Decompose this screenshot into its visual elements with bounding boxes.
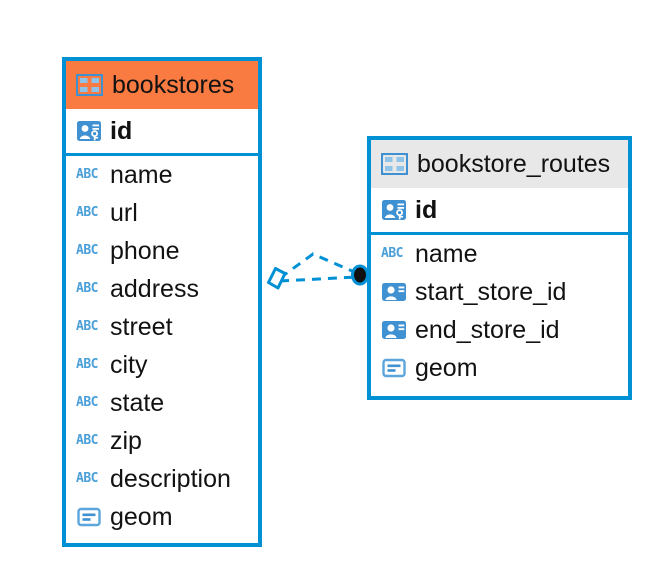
geometry-icon <box>77 507 101 527</box>
field-label: phone <box>110 236 180 265</box>
entity-bookstores[interactable]: bookstores id ABC name ABC url <box>62 57 262 547</box>
relationship-connector[interactable] <box>258 248 373 310</box>
foreign-key-icon <box>382 283 406 301</box>
abc-text-icon: ABC <box>76 281 98 296</box>
entity-title: bookstore_routes <box>417 149 611 178</box>
field-row-city[interactable]: ABC city <box>66 346 258 384</box>
entity-title: bookstores <box>112 70 235 99</box>
abc-text-icon: ABC <box>76 167 98 182</box>
field-row-description[interactable]: ABC description <box>66 460 258 498</box>
field-row-geom[interactable]: geom <box>66 498 258 536</box>
field-label: end_store_id <box>415 315 560 344</box>
field-row-end-store-id[interactable]: end_store_id <box>371 311 628 349</box>
field-row-address[interactable]: ABC address <box>66 270 258 308</box>
abc-text-icon: ABC <box>76 395 98 410</box>
field-label: state <box>110 388 165 417</box>
field-row-zip[interactable]: ABC zip <box>66 422 258 460</box>
relationship-circle-marker <box>351 264 369 286</box>
field-row-geom[interactable]: geom <box>371 349 628 387</box>
field-row-name[interactable]: ABC name <box>371 235 628 273</box>
field-label: id <box>415 195 438 224</box>
field-label: id <box>110 116 133 145</box>
table-icon <box>381 153 408 175</box>
abc-text-icon: ABC <box>381 246 403 261</box>
relationship-diamond-marker <box>267 267 287 290</box>
field-label: name <box>415 239 478 268</box>
field-row-id[interactable]: id <box>66 109 258 156</box>
field-row-state[interactable]: ABC state <box>66 384 258 422</box>
table-icon <box>76 74 103 96</box>
field-row-start-store-id[interactable]: start_store_id <box>371 273 628 311</box>
field-label: description <box>110 464 231 493</box>
field-row-id[interactable]: id <box>371 188 628 235</box>
entity-bookstore-routes[interactable]: bookstore_routes id ABC name <box>367 136 632 400</box>
abc-text-icon: ABC <box>76 471 98 486</box>
primary-key-icon <box>77 121 101 141</box>
primary-key-icon <box>382 200 406 220</box>
field-label: start_store_id <box>415 277 567 306</box>
entity-header-bookstore-routes[interactable]: bookstore_routes <box>371 140 628 188</box>
abc-text-icon: ABC <box>76 205 98 220</box>
field-label: address <box>110 274 199 303</box>
abc-text-icon: ABC <box>76 243 98 258</box>
field-label: geom <box>415 353 478 382</box>
foreign-key-icon <box>382 321 406 339</box>
relationship-line-upper <box>279 252 360 280</box>
field-label: street <box>110 312 173 341</box>
field-row-phone[interactable]: ABC phone <box>66 232 258 270</box>
field-label: zip <box>110 426 142 455</box>
field-label: geom <box>110 502 173 531</box>
field-row-name[interactable]: ABC name <box>66 156 258 194</box>
abc-text-icon: ABC <box>76 433 98 448</box>
entity-header-bookstores[interactable]: bookstores <box>66 61 258 109</box>
field-label: city <box>110 350 148 379</box>
field-row-street[interactable]: ABC street <box>66 308 258 346</box>
field-label: url <box>110 198 138 227</box>
field-row-url[interactable]: ABC url <box>66 194 258 232</box>
geometry-icon <box>382 358 406 378</box>
field-label: name <box>110 160 173 189</box>
relationship-line-lower <box>279 275 358 283</box>
abc-text-icon: ABC <box>76 357 98 372</box>
abc-text-icon: ABC <box>76 319 98 334</box>
